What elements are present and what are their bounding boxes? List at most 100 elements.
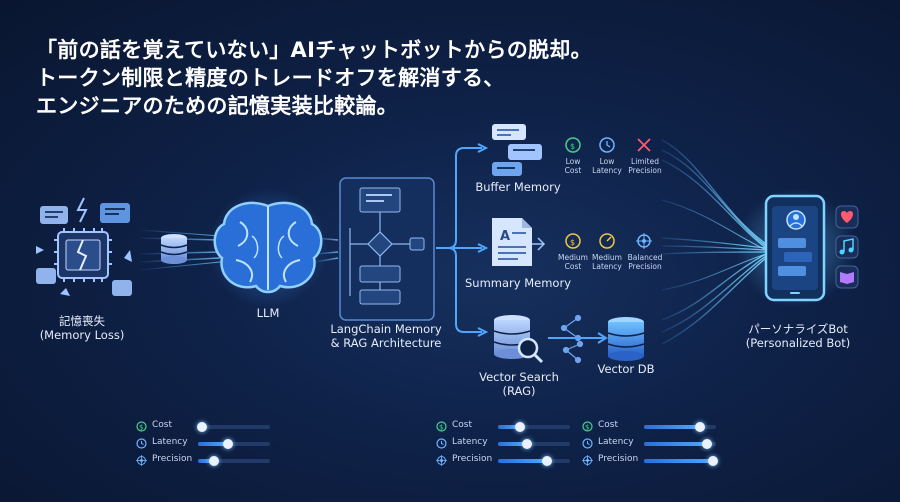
vector-search-label-line1: Vector Search: [479, 370, 559, 384]
vector-search-label: Vector Search (RAG): [474, 370, 564, 398]
buffer-precision-label: Limited Precision: [624, 157, 666, 175]
metric-row-precision: Precision: [136, 454, 286, 468]
metric-label: Cost: [452, 420, 473, 430]
network-nodes-icon: [560, 314, 584, 364]
metric-slider-knob: [695, 422, 706, 432]
metric-label: Latency: [152, 437, 188, 447]
buffer-cost-metric: Cost: [564, 166, 582, 175]
buffer-precision-metric: Precision: [628, 166, 662, 175]
svg-text:$: $: [570, 238, 575, 247]
memory-loss-label-en: (Memory Loss): [39, 328, 125, 342]
clock-icon: [582, 438, 593, 449]
summary-memory-label: Summary Memory: [465, 276, 571, 290]
buffer-latency-label: Low Latency: [590, 157, 624, 175]
metric-slider-track: [498, 456, 570, 466]
metric-slider-fill: [644, 425, 701, 429]
summary-precision-level: Balanced: [627, 253, 663, 262]
metric-slider-fill: [198, 459, 214, 463]
buffer-memory-label: Buffer Memory: [475, 180, 561, 194]
metric-slider-track: [644, 439, 716, 449]
metric-slider-fill: [198, 442, 229, 446]
metric-row-latency: Latency: [582, 437, 732, 451]
title-line-3: エンジニアのための記憶実装比較論。: [36, 94, 399, 118]
metric-slider-knob: [708, 456, 719, 466]
metric-slider-track: [644, 456, 719, 466]
summary-latency-icon: [599, 233, 615, 249]
summary-cost-icon: $: [565, 233, 581, 249]
branch-connectors: [436, 143, 489, 337]
cost-icon: $: [436, 421, 447, 432]
music-note-icon: [835, 235, 859, 259]
buffer-cost-label: Low Cost: [556, 157, 590, 175]
metric-row-cost: $ Cost: [436, 420, 586, 434]
metric-slider-knob: [208, 456, 219, 466]
svg-text:A: A: [500, 229, 510, 244]
stream-lines-right: [661, 139, 767, 345]
llm-label: LLM: [256, 306, 280, 320]
summary-precision-metric: Precision: [628, 262, 662, 271]
clock-icon: [436, 438, 447, 449]
metric-row-latency: Latency: [436, 437, 586, 451]
personalized-bot-label: パーソナライズBot (Personalized Bot): [740, 322, 856, 350]
book-icon: [835, 265, 859, 289]
metric-slider-track: [498, 422, 570, 432]
page-title: 「前の話を覚えていない」AIチャットボットからの脱却。 トークン制限と精度のトレ…: [36, 36, 592, 120]
svg-text:$: $: [139, 424, 143, 432]
metric-slider-track: [644, 422, 716, 432]
metric-row-cost: $Cost: [582, 420, 732, 434]
title-line-1: 「前の話を覚えていない」AIチャットボットからの脱却。: [36, 38, 592, 62]
langchain-flowchart-icon: [339, 177, 435, 321]
buffer-cost-icon: $: [565, 137, 581, 153]
vector-search-icon: [493, 315, 544, 364]
metric-slider-track: [198, 456, 270, 466]
memory-loss-label-ja: 記憶喪失: [59, 314, 105, 328]
buffer-latency-icon: [599, 137, 615, 153]
metric-slider-track: [198, 439, 270, 449]
buffer-latency-level: Low: [599, 157, 615, 166]
metric-slider-fill: [498, 442, 527, 446]
metric-row-latency: Latency: [136, 437, 286, 451]
langchain-label-line2: & RAG Architecture: [330, 336, 442, 350]
personalized-bot-phone-icon: [736, 188, 856, 308]
metric-label: Precision: [452, 454, 493, 464]
metric-slider-fill: [498, 459, 547, 463]
metric-slider-knob: [541, 456, 552, 466]
metric-label: Latency: [598, 437, 634, 447]
summary-precision-label: Balanced Precision: [624, 253, 666, 271]
metric-slider-knob: [197, 422, 208, 432]
chat-bubbles-icon: [492, 124, 542, 176]
metric-label: Precision: [598, 454, 639, 464]
svg-text:$: $: [585, 424, 589, 432]
target-icon: [436, 455, 447, 466]
summary-latency-level: Medium: [592, 253, 622, 262]
metric-row-precision: Precision: [436, 454, 586, 468]
metric-slider-track: [197, 422, 270, 432]
langchain-label: LangChain Memory & RAG Architecture: [322, 322, 450, 350]
memory-loss-icon: [36, 197, 132, 296]
title-line-2: トークン制限と精度のトレードオフを解消する、: [36, 66, 505, 90]
target-icon: [582, 455, 593, 466]
summary-cost-metric: Cost: [564, 262, 582, 271]
metric-row-cost: $Cost: [136, 420, 286, 434]
metric-slider-knob: [702, 439, 713, 449]
summary-cost-level: Medium: [558, 253, 588, 262]
vector-db-icon: [607, 317, 645, 361]
cost-icon: $: [136, 421, 147, 432]
metric-slider-fill: [644, 459, 714, 463]
personalized-bot-label-en: (Personalized Bot): [745, 336, 851, 350]
summary-latency-metric: Latency: [592, 262, 622, 271]
svg-text:$: $: [439, 424, 443, 432]
buffer-precision-level: Limited: [631, 157, 659, 166]
buffer-cost-level: Low: [565, 157, 581, 166]
metric-row-precision: Precision: [582, 454, 732, 468]
svg-text:$: $: [570, 142, 575, 151]
summary-document-icon: A: [492, 218, 546, 266]
buffer-precision-icon: [637, 138, 651, 152]
clock-icon: [136, 438, 147, 449]
cost-icon: $: [582, 421, 593, 432]
metric-slider-fill: [498, 425, 520, 429]
